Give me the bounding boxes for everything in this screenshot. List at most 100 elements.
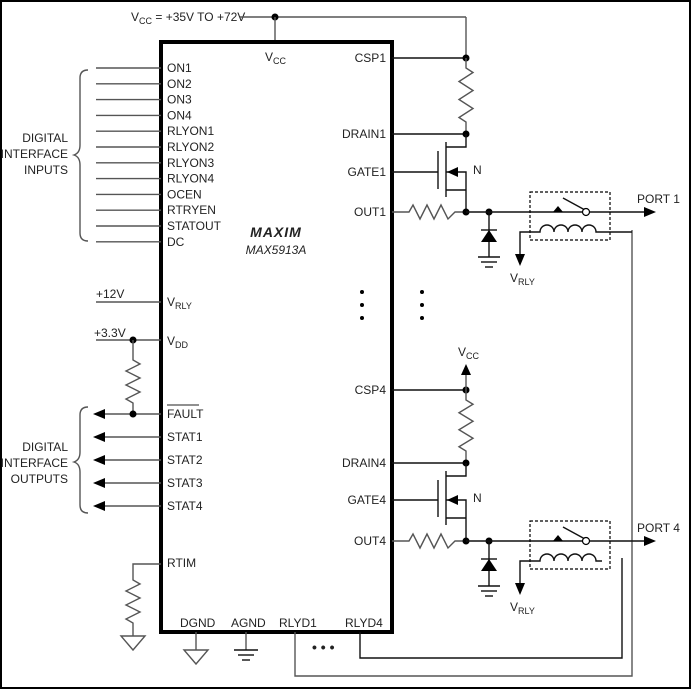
relay-contact-icon <box>553 535 563 541</box>
chip-pin-ocen: OCEN <box>167 187 202 201</box>
chip-pin-rlyon2: RLYON2 <box>167 140 214 154</box>
inputs-group-label-3: INPUTS <box>24 163 68 177</box>
chip-pin-on2: ON2 <box>167 77 192 91</box>
mosfet-drain <box>446 134 467 148</box>
output-arrow-icon <box>93 455 105 465</box>
rlyd1-wire <box>294 230 633 677</box>
relay-contact <box>581 207 591 217</box>
chip-pin-on1: ON1 <box>167 61 192 75</box>
mosfet-drain <box>446 463 467 477</box>
digital-inputs: ON1ON2ON3ON4RLYON1RLYON2RLYON3RLYON4OCEN… <box>96 61 222 249</box>
relay-box <box>529 520 611 570</box>
bottom-ellipsis: • • • <box>312 639 335 655</box>
chip-pin-csp4: CSP4 <box>355 383 387 397</box>
chip-pin-rtryen: RTRYEN <box>167 203 216 217</box>
mosfet-source <box>446 499 467 541</box>
dgnd-ground-symbol <box>182 649 210 666</box>
vertical-ellipsis <box>360 290 424 320</box>
port-label: PORT 1 <box>637 192 680 206</box>
output-arrow-icon <box>93 501 105 511</box>
rtim-resistor <box>124 563 161 636</box>
vrly-label: VRLY <box>510 600 535 616</box>
ch4-vcc-label: VCC <box>458 345 480 361</box>
sense-resistor <box>457 58 475 134</box>
outputs-group-label-2: INTERFACE <box>1 456 68 470</box>
chip-pin-fault: FAULT <box>167 407 204 421</box>
ground-symbol <box>119 635 147 652</box>
output-arrow-icon <box>93 409 105 419</box>
relay-contact <box>581 536 591 546</box>
chip-pin-on3: ON3 <box>167 93 192 107</box>
vcc-supply-label: VCC = +35V TO +72V <box>131 10 245 26</box>
chip-rtim-pin: RTIM <box>167 556 196 570</box>
outputs-group-label-3: OUTPUTS <box>11 472 68 486</box>
mosfet-type-label: N <box>473 163 482 177</box>
chip-agnd-pin: AGND <box>231 616 266 630</box>
out-resistor <box>392 203 466 221</box>
port-label: PORT 4 <box>637 521 680 535</box>
port-arrow-icon <box>644 536 656 546</box>
chip-pin-gate4: GATE4 <box>348 493 387 507</box>
mosfet-arrow-icon <box>447 495 458 505</box>
vrly-label: VRLY <box>510 271 535 287</box>
vrly-arrow-icon <box>515 254 525 266</box>
relay-switch <box>562 197 586 211</box>
mosfet-source <box>446 171 467 212</box>
chip-pin-statout: STATOUT <box>167 219 222 233</box>
sense-resistor <box>457 390 475 463</box>
relay-coil <box>519 224 632 254</box>
chip-pin-stat1: STAT1 <box>167 430 203 444</box>
output-brace <box>71 406 89 514</box>
chip-pin-rlyon1: RLYON1 <box>167 124 214 138</box>
chip-pin-stat2: STAT2 <box>167 453 203 467</box>
outputs-group-label-1: DIGITAL <box>22 440 68 454</box>
chip-pin-stat4: STAT4 <box>167 499 203 513</box>
chip-part-number: MAX5913A <box>246 243 307 257</box>
pullup-resistor <box>124 340 142 414</box>
output-arrow-icon <box>93 432 105 442</box>
chip-pin-out1: OUT1 <box>354 205 386 219</box>
chip-pin-gate1: GATE1 <box>348 165 387 179</box>
mosfet-arrow-icon <box>447 167 458 177</box>
mosfet-type-label: N <box>473 491 482 505</box>
vcc-supply: VCC = +35V TO +72V <box>131 10 467 58</box>
out-resistor <box>392 532 466 550</box>
chip-pin-dc: DC <box>167 235 185 249</box>
chip-body <box>159 40 394 634</box>
chip-pin-on4: ON4 <box>167 108 192 122</box>
chip-pin-out4: OUT4 <box>354 534 386 548</box>
vrly-arrow-icon <box>515 583 525 595</box>
relay-contact-icon <box>553 206 563 212</box>
chip-rlyd1-pin: RLYD1 <box>279 616 317 630</box>
diode-icon <box>481 230 497 242</box>
chip-rlyd4-pin: RLYD4 <box>345 616 383 630</box>
output-arrow-icon <box>93 478 105 488</box>
port-arrow-icon <box>644 207 656 217</box>
chip-pin-rlyon3: RLYON3 <box>167 156 214 170</box>
chip-pin-stat3: STAT3 <box>167 476 203 490</box>
chip-vrly-pin: VRLY <box>167 295 192 311</box>
chip-pin-csp1: CSP1 <box>355 51 387 65</box>
relay-switch <box>562 526 586 540</box>
inputs-group-label-1: DIGITAL <box>22 131 68 145</box>
vrly-supply-label: +12V <box>96 287 124 301</box>
chip-vdd-pin: VDD <box>167 334 189 350</box>
relay-coil <box>519 553 602 583</box>
vdd-supply-label: +3.3V <box>94 326 126 340</box>
chip-pin-drain1: DRAIN1 <box>342 127 386 141</box>
input-brace <box>71 69 89 242</box>
vcc-arrow-icon <box>461 364 471 375</box>
rlyd4-wire <box>359 558 623 659</box>
maxim-logo: MAXIM <box>250 224 302 240</box>
relay-box <box>529 191 611 241</box>
chip-pin-rlyon4: RLYON4 <box>167 172 214 186</box>
chip-dgnd-pin: DGND <box>180 616 216 630</box>
chip-vcc-pin: VCC <box>265 50 287 66</box>
inputs-group-label-2: INTERFACE <box>1 147 68 161</box>
diode-icon <box>481 559 497 571</box>
